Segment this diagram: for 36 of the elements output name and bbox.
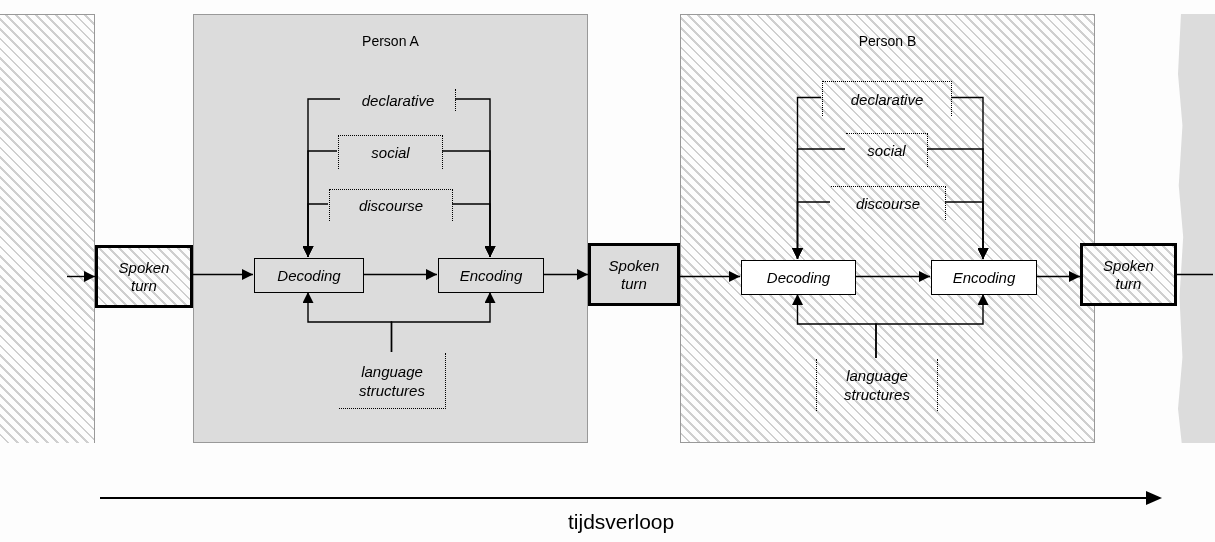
knowledge-label: language structures xyxy=(816,359,938,411)
knowledge-label: declarative xyxy=(341,89,456,111)
arrow xyxy=(66,271,96,282)
process-box: Encoding xyxy=(931,260,1037,295)
process-box: Decoding xyxy=(254,258,364,293)
knowledge-label: social xyxy=(846,133,928,167)
arrow xyxy=(875,293,989,359)
panel xyxy=(0,14,95,443)
arrow xyxy=(792,201,831,260)
arrow xyxy=(679,271,741,282)
process-box: Encoding xyxy=(438,258,544,293)
panel xyxy=(1178,14,1215,443)
arrow xyxy=(542,269,589,280)
spoken-turn-box: Spoken turn xyxy=(95,245,193,308)
spoken-turn-box: Spoken turn xyxy=(588,243,680,306)
arrow xyxy=(451,203,496,258)
panel xyxy=(193,14,588,443)
arrow xyxy=(302,203,329,258)
process-box: Decoding xyxy=(741,260,856,295)
knowledge-label: social xyxy=(338,135,443,169)
panel xyxy=(680,14,1095,443)
arrow xyxy=(1035,271,1081,282)
axis-label: tijdsverloop xyxy=(568,510,675,534)
knowledge-label: declarative xyxy=(822,81,952,116)
arrow xyxy=(854,271,931,282)
panel-heading: Person B xyxy=(857,33,918,49)
knowledge-label: discourse xyxy=(831,186,946,220)
connector-line xyxy=(1176,273,1214,276)
panel-heading: Person A xyxy=(361,33,420,49)
arrow xyxy=(944,201,989,260)
arrow xyxy=(362,269,438,280)
spoken-turn-box: Spoken turn xyxy=(1080,243,1177,306)
knowledge-label: discourse xyxy=(329,189,453,221)
knowledge-label: language structures xyxy=(339,353,446,409)
arrow xyxy=(192,269,254,280)
arrow xyxy=(390,291,496,353)
